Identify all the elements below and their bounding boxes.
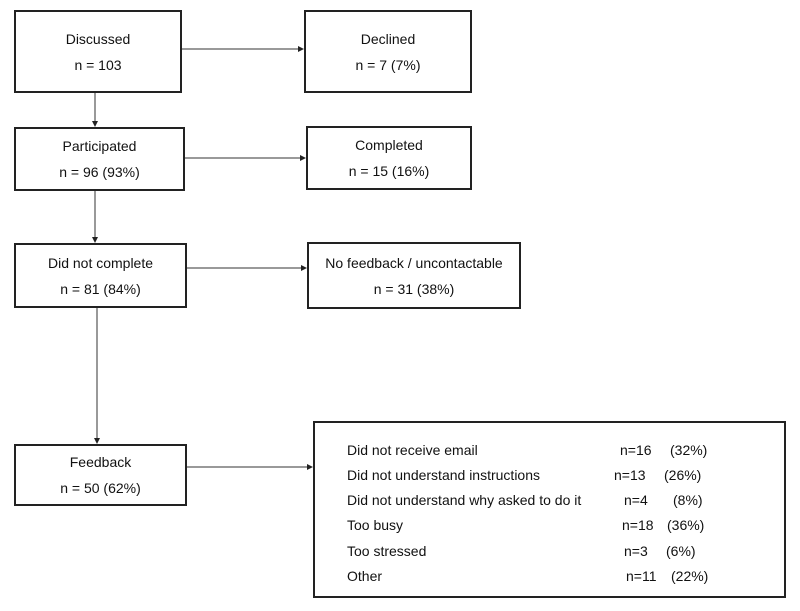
reason-n: n=13: [614, 467, 646, 483]
reason-pct: (26%): [664, 467, 702, 483]
node-discussed: Discussed n = 103: [14, 10, 182, 93]
reason-n: n=18: [622, 517, 654, 533]
reason-row: Did not receive email n=16 (32%): [347, 442, 787, 462]
reason-row: Other n=11 (22%): [347, 568, 787, 588]
reason-pct: (32%): [670, 442, 708, 458]
reason-row: Too busy n=18 (36%): [347, 517, 787, 537]
node-title: No feedback / uncontactable: [325, 254, 503, 271]
reason-label: Did not receive email: [347, 442, 478, 458]
reason-n: n=4: [624, 492, 648, 508]
node-count: n = 50 (62%): [60, 480, 141, 496]
node-count: n = 103: [74, 56, 122, 73]
node-did-not-complete: Did not complete n = 81 (84%): [14, 243, 187, 308]
node-count: n = 15 (16%): [348, 163, 430, 179]
node-no-feedback: No feedback / uncontactable n = 31 (38%): [307, 242, 521, 309]
reason-pct: (8%): [673, 492, 703, 508]
node-completed: Completed n = 15 (16%): [306, 126, 472, 190]
node-count: n = 81 (84%): [60, 280, 141, 297]
reason-pct: (36%): [667, 517, 705, 533]
reason-n: n=3: [624, 543, 648, 559]
reason-row: Too stressed n=3 (6%): [347, 543, 787, 563]
node-title: Feedback: [69, 454, 132, 470]
reason-row: Did not understand instructions n=13 (26%): [347, 467, 787, 487]
node-count: n = 96 (93%): [59, 164, 140, 180]
node-feedback: Feedback n = 50 (62%): [14, 444, 187, 506]
reason-label: Too busy: [347, 517, 404, 533]
reason-n: n=16: [620, 442, 652, 458]
node-title: Completed: [355, 137, 423, 153]
node-title: Declined: [360, 30, 416, 47]
node-title: Did not complete: [47, 254, 154, 271]
reason-label: Too stressed: [347, 543, 427, 559]
feedback-reasons-box: Did not receive email n=16 (32%) Did not u…: [313, 421, 786, 598]
reason-pct: (6%): [666, 543, 696, 559]
reason-label: Other: [347, 568, 383, 584]
reason-n: n=11: [626, 568, 657, 584]
reason-label: Did not understand why asked to do it: [347, 492, 582, 508]
node-count: n = 31 (38%): [373, 280, 455, 297]
node-count: n = 7 (7%): [355, 56, 421, 73]
reason-row: Did not understand why asked to do it n=4…: [347, 492, 787, 512]
reason-label: Did not understand instructions: [347, 467, 540, 483]
node-participated: Participated n = 96 (93%): [14, 127, 185, 191]
reason-pct: (22%): [671, 568, 709, 584]
node-title: Participated: [62, 138, 137, 154]
node-title: Discussed: [65, 30, 131, 47]
node-declined: Declined n = 7 (7%): [304, 10, 472, 93]
